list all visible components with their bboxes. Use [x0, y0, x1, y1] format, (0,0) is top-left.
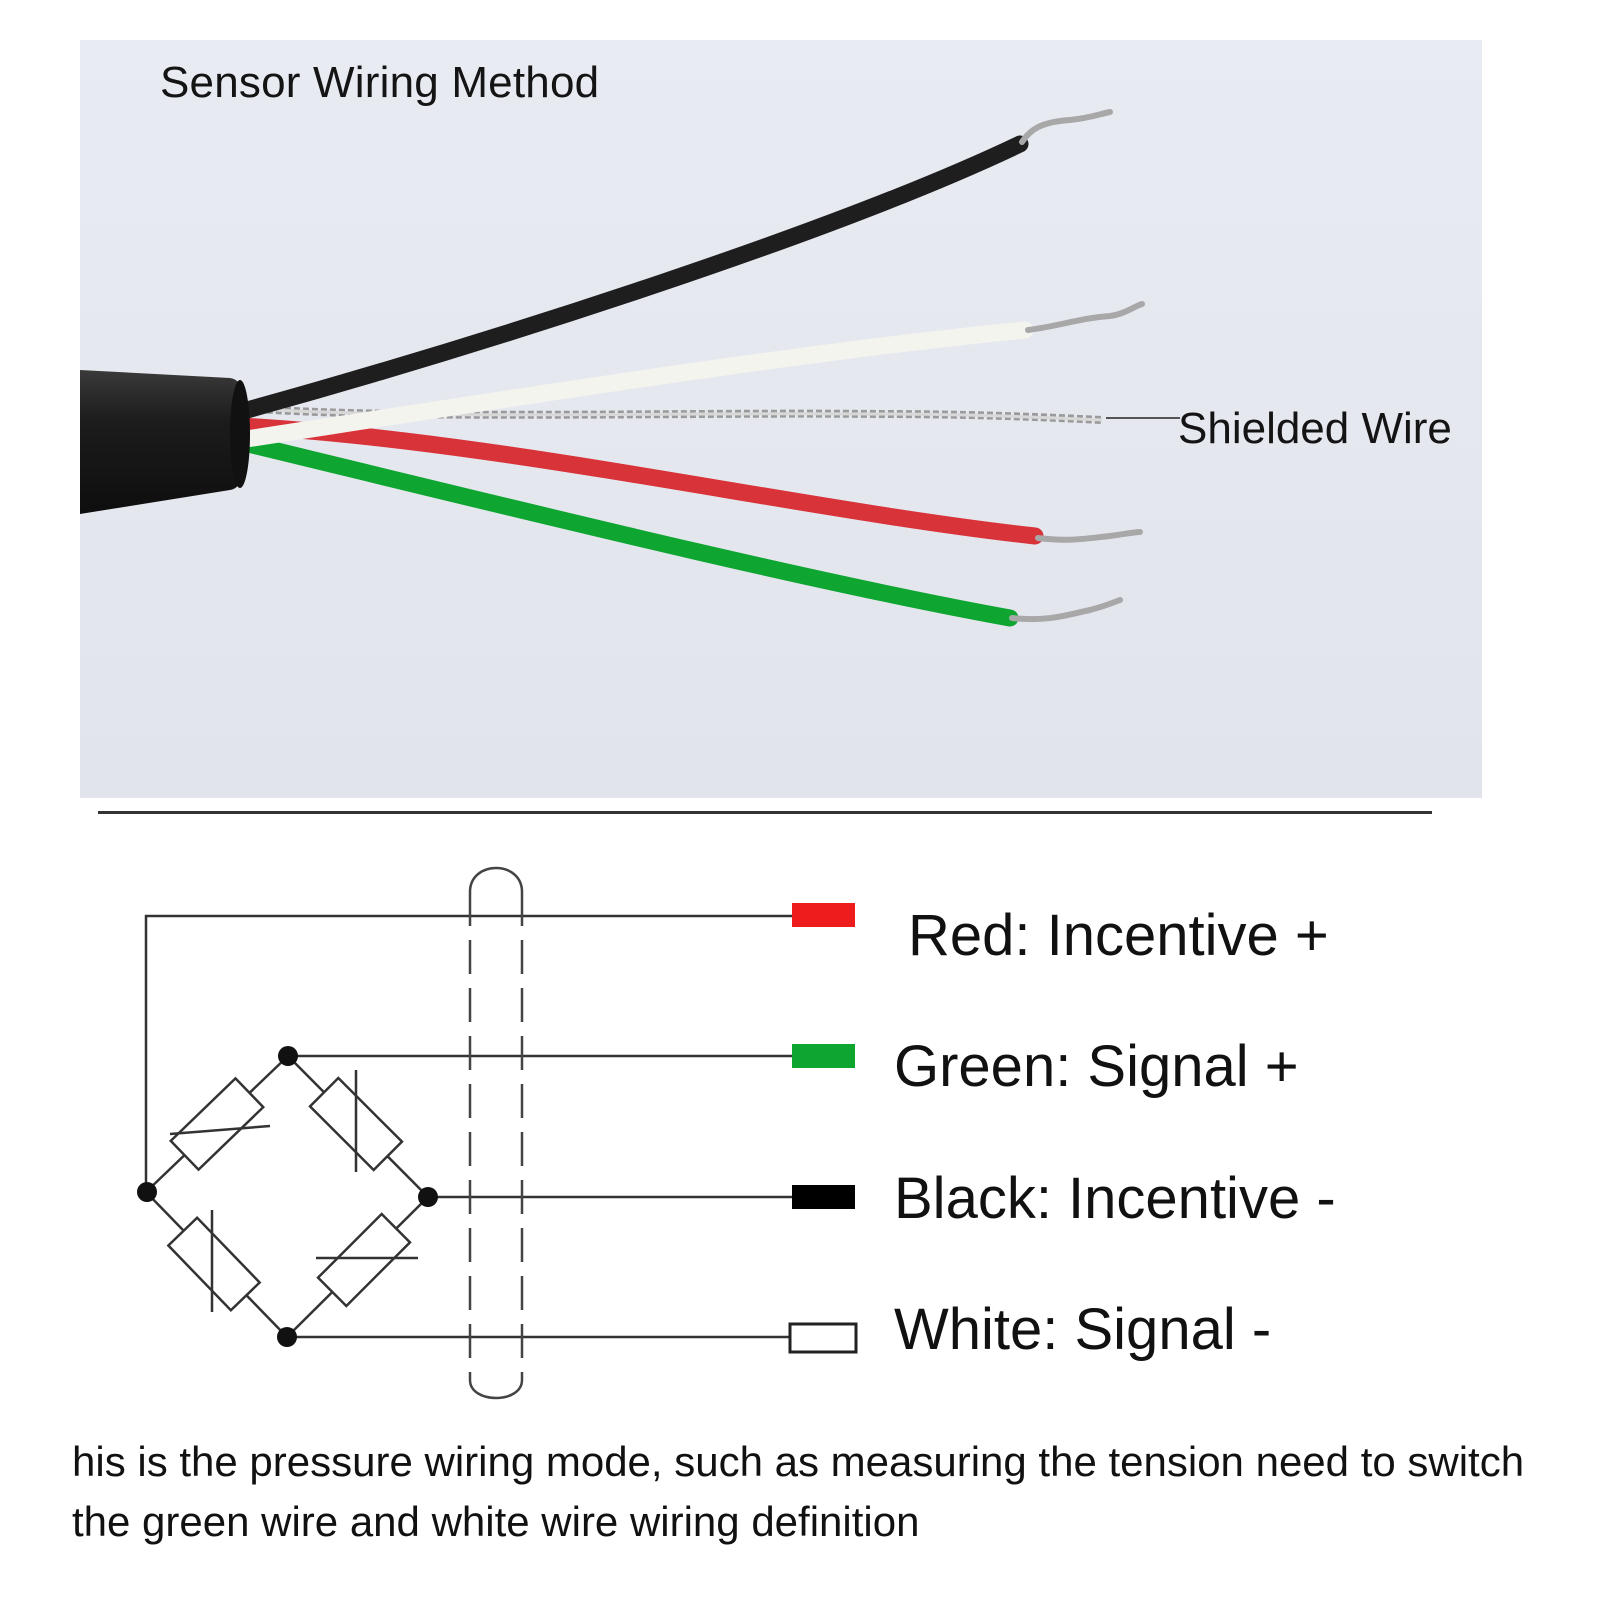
strain-gauge-top-left [168, 1076, 266, 1172]
black-wire [231, 135, 1029, 421]
black-wire-swatch [792, 1185, 855, 1209]
shielded-wire-label: Shielded Wire [1178, 404, 1452, 453]
green-wire-swatch [792, 1044, 855, 1068]
green-wire-tip [1009, 597, 1123, 623]
node-left [137, 1182, 157, 1202]
shield-bottom-cap [468, 1379, 524, 1400]
strain-gauge-bottom-right [316, 1212, 412, 1308]
red-wire-label: Red: Incentive + [908, 903, 1329, 968]
green-wire [231, 433, 1019, 627]
photo-title: Sensor Wiring Method [160, 58, 600, 107]
black-wire-tip [1019, 109, 1113, 145]
bridge-nodes [137, 1046, 438, 1347]
cable-illustration [80, 109, 1180, 627]
white-wire [231, 321, 1034, 449]
strain-gauge-top-left-arrow [169, 1124, 271, 1136]
cable-jacket [80, 370, 246, 514]
strain-gauge-bottom-left [166, 1215, 262, 1313]
red-wire-swatch [792, 903, 855, 927]
footnote-text: his is the pressure wiring mode, such as… [72, 1438, 1525, 1545]
strain-gauges [166, 1070, 418, 1313]
red-wire-tip [1035, 529, 1143, 543]
cable-photo: Sensor Wiring Method Shielded Wire [80, 40, 1482, 798]
node-top [278, 1046, 298, 1066]
black-wire-label: Black: Incentive - [894, 1166, 1336, 1231]
cable-shield-symbol [468, 866, 524, 1400]
white-wire-swatch [788, 1322, 858, 1354]
white-wire-tip [1025, 301, 1145, 333]
white-wire-label: White: Signal - [894, 1297, 1272, 1362]
shield-top-cap [468, 866, 524, 893]
green-wire-label: Green: Signal + [894, 1034, 1299, 1099]
red-wire [231, 417, 1044, 545]
cable-jacket-end [230, 380, 250, 488]
node-bottom [277, 1327, 297, 1347]
node-right [418, 1187, 438, 1207]
section-divider [98, 811, 1432, 814]
excitation-plus-line [144, 914, 792, 1190]
